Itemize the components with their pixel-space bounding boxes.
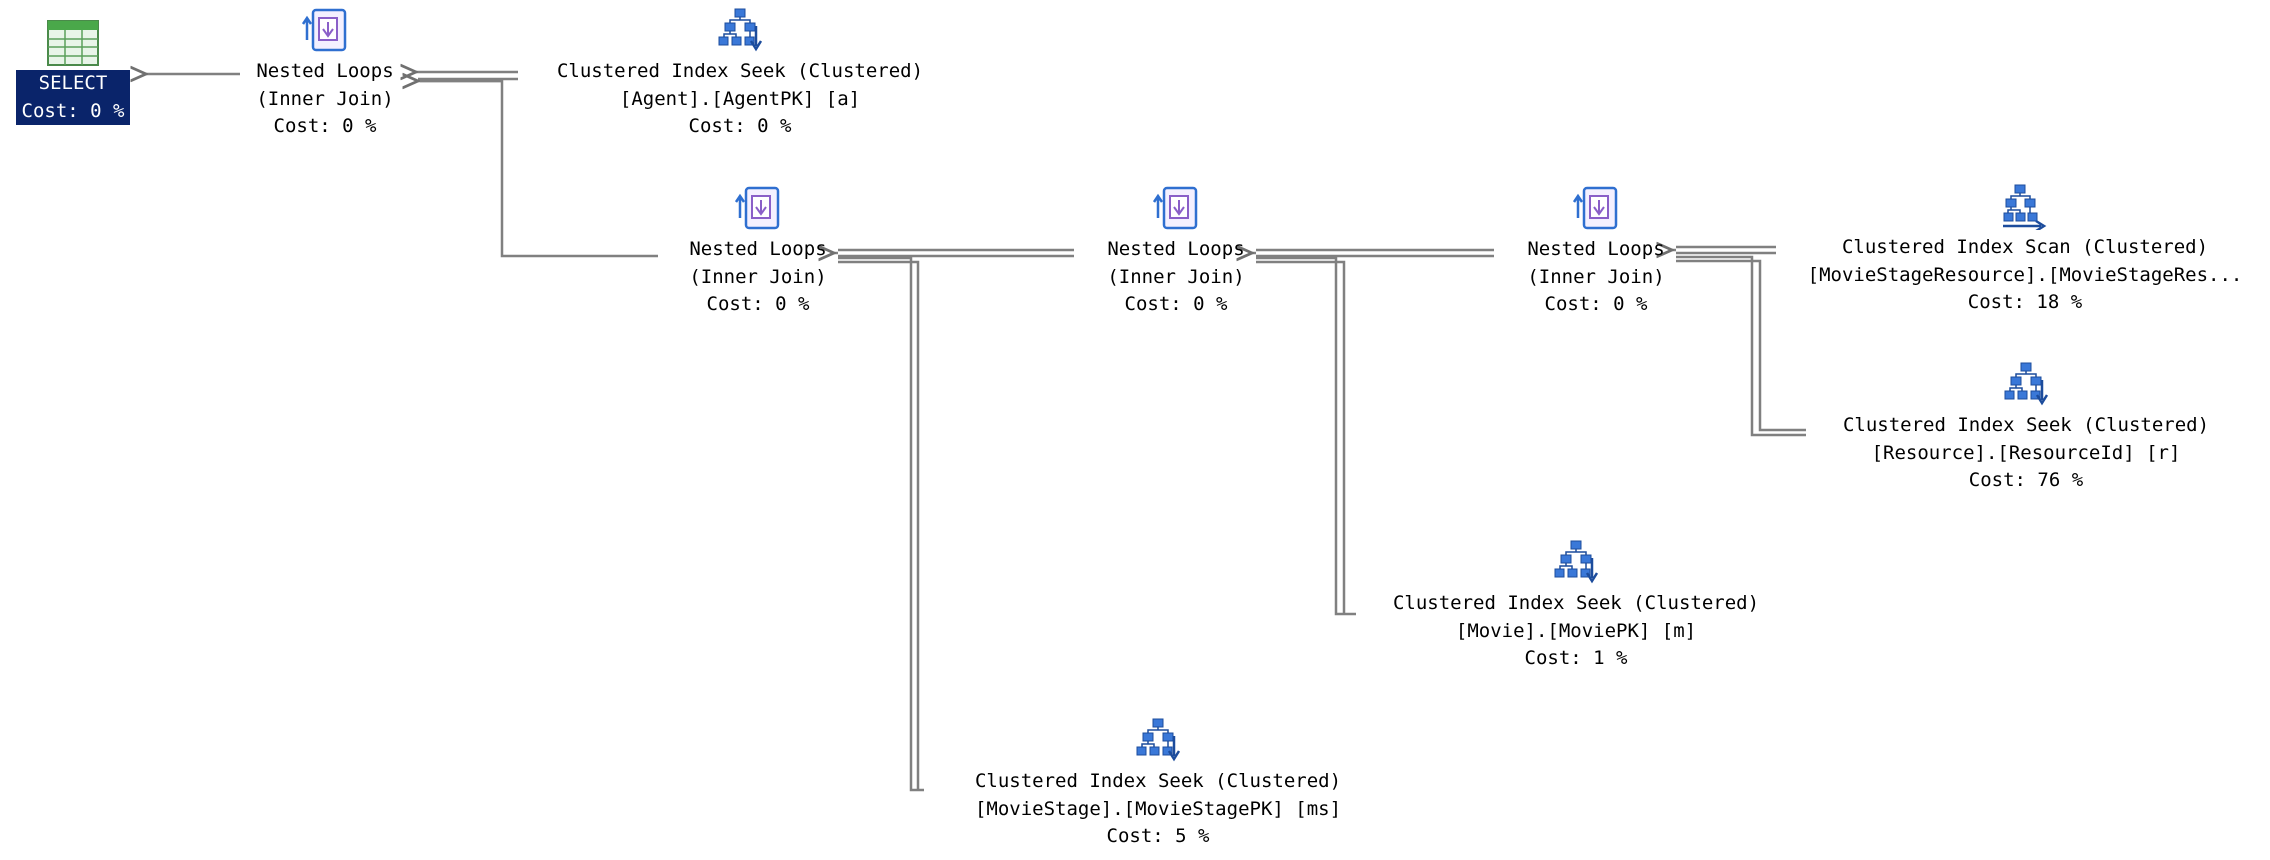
edge-movie-nl3 bbox=[1256, 256, 1356, 616]
nested-loops-node-4[interactable]: Nested Loops (Inner Join) Cost: 0 % bbox=[1496, 184, 1696, 319]
nl2-join: (Inner Join) bbox=[689, 265, 827, 288]
edge-nl3-nl2 bbox=[834, 250, 1074, 256]
seek-movie-node[interactable]: Clustered Index Seek (Clustered) [Movie]… bbox=[1356, 538, 1796, 673]
nested-loops-icon bbox=[1152, 186, 1198, 230]
seek-resource-cost: Cost: 76 % bbox=[1968, 469, 2084, 491]
index-scan-icon bbox=[2003, 184, 2047, 230]
seek-resource-name: Clustered Index Seek (Clustered) bbox=[1842, 414, 2210, 436]
index-seek-icon bbox=[718, 8, 763, 52]
nested-loops-icon bbox=[301, 8, 347, 52]
edge-resource-nl4 bbox=[1676, 255, 1806, 437]
nl4-name: Nested Loops bbox=[1527, 238, 1665, 260]
nl3-join: (Inner Join) bbox=[1107, 265, 1245, 288]
nl2-name: Nested Loops bbox=[689, 238, 827, 260]
seek-movie-object: [Movie].[MoviePK] [m] bbox=[1455, 619, 1697, 642]
edge-scan-nl4 bbox=[1672, 247, 1776, 253]
seek-resource-node[interactable]: Clustered Index Seek (Clustered) [Resour… bbox=[1806, 360, 2246, 495]
nested-loops-node-2[interactable]: Nested Loops (Inner Join) Cost: 0 % bbox=[658, 184, 858, 319]
edge-moviestage-nl2 bbox=[838, 256, 924, 792]
scan-msr-cost: Cost: 18 % bbox=[1967, 291, 2083, 313]
nested-loops-node-1[interactable]: Nested Loops (Inner Join) Cost: 0 % bbox=[225, 6, 425, 141]
seek-moviestage-node[interactable]: Clustered Index Seek (Clustered) [MovieS… bbox=[938, 716, 1378, 851]
select-label: SELECT bbox=[38, 72, 108, 94]
seek-moviestage-name: Clustered Index Seek (Clustered) bbox=[974, 770, 1342, 792]
nl3-name: Nested Loops bbox=[1107, 238, 1245, 260]
seek-agent-cost: Cost: 0 % bbox=[688, 115, 792, 137]
scan-msr-object: [MovieStageResource].[MovieStageRes... bbox=[1807, 263, 2243, 286]
seek-movie-name: Clustered Index Seek (Clustered) bbox=[1392, 592, 1760, 614]
seek-agent-name: Clustered Index Seek (Clustered) bbox=[556, 60, 924, 82]
select-node[interactable]: SELECT Cost: 0 % bbox=[4, 20, 142, 125]
nested-loops-icon bbox=[734, 186, 780, 230]
select-label-box: SELECT Cost: 0 % bbox=[15, 70, 131, 125]
edge-nl4-nl3 bbox=[1252, 250, 1494, 256]
seek-agent-object: [Agent].[AgentPK] [a] bbox=[619, 87, 861, 110]
nl1-cost: Cost: 0 % bbox=[273, 115, 377, 137]
nl2-cost: Cost: 0 % bbox=[706, 293, 810, 315]
seek-movie-cost: Cost: 1 % bbox=[1524, 647, 1628, 669]
index-seek-icon bbox=[1554, 540, 1599, 584]
nl1-join: (Inner Join) bbox=[256, 87, 394, 110]
index-seek-icon bbox=[1136, 718, 1181, 762]
edge-agent-nl1 bbox=[416, 72, 518, 79]
nl4-join: (Inner Join) bbox=[1527, 265, 1665, 288]
scan-msr-name: Clustered Index Scan (Clustered) bbox=[1841, 236, 2209, 258]
scan-moviestageresource-node[interactable]: Clustered Index Scan (Clustered) [MovieS… bbox=[1788, 182, 2262, 317]
select-cost: Cost: 0 % bbox=[21, 99, 125, 122]
nl3-cost: Cost: 0 % bbox=[1124, 293, 1228, 315]
seek-moviestage-object: [MovieStage].[MovieStagePK] [ms] bbox=[974, 797, 1342, 820]
seek-agent-node[interactable]: Clustered Index Seek (Clustered) [Agent]… bbox=[520, 6, 960, 141]
nl4-cost: Cost: 0 % bbox=[1544, 293, 1648, 315]
nested-loops-node-3[interactable]: Nested Loops (Inner Join) Cost: 0 % bbox=[1076, 184, 1276, 319]
result-grid-icon bbox=[47, 20, 99, 66]
edge-nl2-nl1 bbox=[418, 81, 658, 258]
nl1-name: Nested Loops bbox=[256, 60, 394, 82]
nested-loops-icon bbox=[1572, 186, 1618, 230]
index-seek-icon bbox=[2004, 362, 2049, 406]
seek-resource-object: [Resource].[ResourceId] [r] bbox=[1871, 441, 2181, 464]
seek-moviestage-cost: Cost: 5 % bbox=[1106, 825, 1210, 847]
